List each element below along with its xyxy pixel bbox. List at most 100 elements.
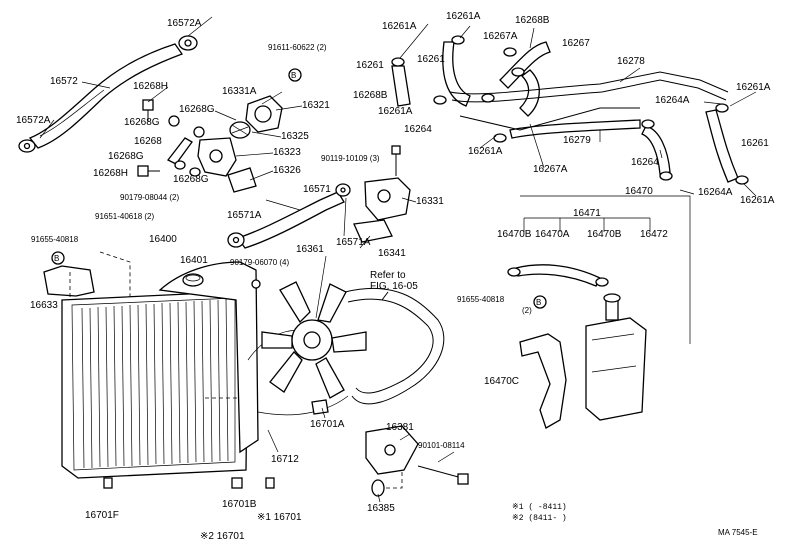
drain-cock-16701B xyxy=(231,477,243,489)
label-16571A-left: 16571A xyxy=(227,210,262,221)
pipe-16278 xyxy=(449,71,729,131)
label-16268G-a: 16268G xyxy=(124,117,160,128)
label-16261-a: 16261 xyxy=(356,60,384,71)
label-16701F: 16701F xyxy=(85,510,119,521)
radiator-fins xyxy=(81,298,229,469)
hose-clamp-16572A-top xyxy=(178,35,198,51)
label-16572A-left: 16572A xyxy=(16,115,51,126)
label-16321: 16321 xyxy=(302,100,330,111)
label-16331A: 16331A xyxy=(222,86,257,97)
v-belt xyxy=(344,287,445,405)
hose-clamp-16572A-left xyxy=(18,139,36,153)
label-16261A-c: 16261A xyxy=(378,106,413,117)
label-91655-40818-left: 91655-40818 xyxy=(31,235,79,244)
footnote-row-1: ※1 ( -8411) xyxy=(512,503,567,512)
label-16471: 16471 xyxy=(573,208,601,219)
label-91611-60622: 91611-60622 (2) xyxy=(268,43,327,52)
marker-B-left xyxy=(51,251,65,265)
bracket-16381 xyxy=(365,425,419,475)
label-90101-08114: 90101-08114 xyxy=(418,441,465,450)
label-16400: 16400 xyxy=(149,234,177,245)
label-refer-to: Refer to xyxy=(370,270,406,281)
nut-90179-06070 xyxy=(251,279,261,289)
clamps-16261A xyxy=(391,35,749,185)
label-91651-40618: 91651-40618 (2) xyxy=(95,212,155,221)
marker-B-top-text: B xyxy=(291,71,297,80)
label-16268G-d: 16268G xyxy=(173,174,209,185)
drain-plug-16268H-bottom xyxy=(137,165,160,177)
label-16701-star2: ※2 16701 xyxy=(200,531,245,542)
label-16264-b: 16264 xyxy=(631,157,659,168)
label-16261A-d: 16261A xyxy=(468,146,503,157)
label-16571A-right: 16571A xyxy=(336,237,371,248)
footnote-row-2: ※2 (8411- ) xyxy=(512,514,567,523)
label-16341: 16341 xyxy=(378,248,406,259)
hose-16267 xyxy=(499,41,551,117)
drain-cock-16701F xyxy=(103,477,113,489)
bracket-16701A xyxy=(311,399,329,415)
fan-16361 xyxy=(261,281,367,399)
label-16572A-top: 16572A xyxy=(167,18,202,29)
water-outlet-16323 xyxy=(197,137,237,177)
label-16268: 16268 xyxy=(134,136,162,147)
label-16264A-a: 16264A xyxy=(655,95,690,106)
label-16470B-a: 16470B xyxy=(497,229,532,240)
label-16331: 16331 xyxy=(416,196,444,207)
hose-16261-right xyxy=(705,109,739,183)
label-16323: 16323 xyxy=(273,147,301,158)
label-16268B-left: 16268B xyxy=(353,90,388,101)
label-16712: 16712 xyxy=(271,454,299,465)
label-16325: 16325 xyxy=(281,131,309,142)
label-90119-10109: 90119-10109 (3) xyxy=(321,154,380,163)
label-16326: 16326 xyxy=(273,165,301,176)
hose-clamp-16571A-right xyxy=(335,183,351,197)
drain-plug-16268H-top xyxy=(142,99,154,122)
label-16268G-b: 16268G xyxy=(179,104,215,115)
drain-cock-16701 xyxy=(265,477,275,489)
dash-leaders-radiator xyxy=(69,251,240,399)
diagram-id: MA 7545-E xyxy=(718,528,758,537)
label-16261-b: 16261 xyxy=(417,54,445,65)
label-16385: 16385 xyxy=(367,503,395,514)
label-90179-06070: 90179-06070 (4) xyxy=(230,258,290,267)
label-16701-star1: ※1 16701 xyxy=(257,512,302,523)
label-90179-08044: 90179-08044 (2) xyxy=(120,193,180,202)
water-pipe-16268 xyxy=(167,137,193,170)
bolt-90101-08114 xyxy=(417,465,469,485)
pulley-16385 xyxy=(371,479,385,497)
hose-16470A xyxy=(515,264,601,287)
water-inlet-16321 xyxy=(245,95,283,133)
label-16470A: 16470A xyxy=(535,229,570,240)
hose-16279 xyxy=(509,119,641,139)
label-16470C: 16470C xyxy=(484,376,520,387)
gasket-16268G-b xyxy=(189,167,201,177)
label-16264A-b: 16264A xyxy=(698,187,733,198)
hose-16261-b xyxy=(442,41,471,107)
radiator-16400 xyxy=(61,291,249,479)
label-91655-40818-right: 91655-40818 xyxy=(457,295,505,304)
label-16268H-top: 16268H xyxy=(133,81,169,92)
label-16268B-top: 16268B xyxy=(515,15,550,26)
label-16572: 16572 xyxy=(50,76,78,87)
label-16278: 16278 xyxy=(617,56,645,67)
water-outlet-16331 xyxy=(364,177,411,221)
label-91655-40818-right-qty: (2) xyxy=(522,306,532,315)
label-16701A: 16701A xyxy=(310,419,345,430)
label-16381: 16381 xyxy=(386,422,414,433)
label-16361: 16361 xyxy=(296,244,324,255)
label-16470B-b: 16470B xyxy=(587,229,622,240)
label-16401: 16401 xyxy=(180,255,208,266)
bracket-16633 xyxy=(43,265,95,297)
label-16279: 16279 xyxy=(563,135,591,146)
label-16701B: 16701B xyxy=(222,499,257,510)
label-16571: 16571 xyxy=(303,184,331,195)
hose-16571 xyxy=(236,191,345,249)
label-16261A-b: 16261A xyxy=(446,11,481,22)
bolt-90119-10109 xyxy=(391,145,401,176)
label-16261A-e: 16261A xyxy=(736,82,771,93)
hose-clamp-16571A-left xyxy=(227,232,245,248)
label-16472: 16472 xyxy=(640,229,668,240)
marker-B-right xyxy=(533,295,547,309)
bracket-16470C xyxy=(519,333,567,429)
thermostat-16325 xyxy=(229,121,251,139)
